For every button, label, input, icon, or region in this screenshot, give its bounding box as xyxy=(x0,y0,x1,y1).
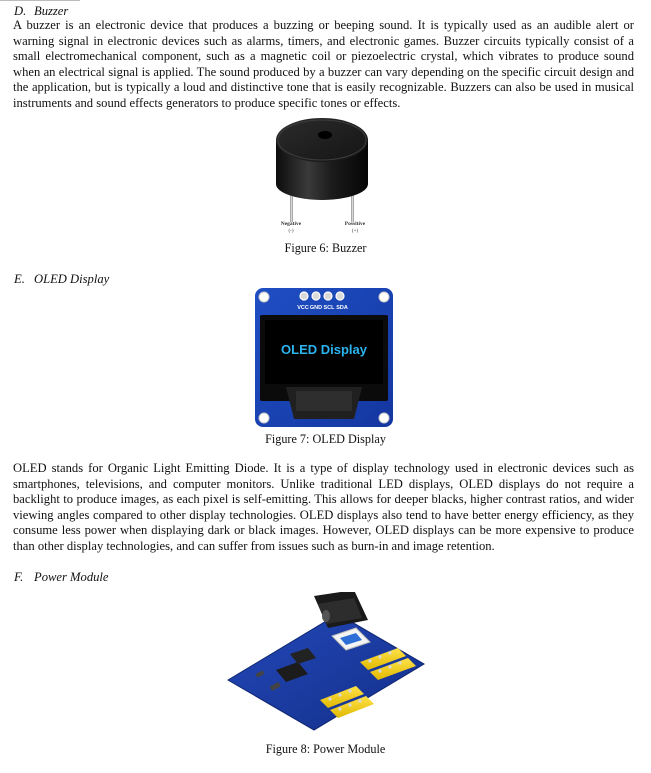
negative-pin-label: Negative xyxy=(281,221,302,227)
buzzer-paragraph: A buzzer is an electronic device that pr… xyxy=(13,18,634,110)
oled-paragraph: OLED stands for Organic Light Emitting D… xyxy=(13,461,634,553)
figure-caption-buzzer: Figure 6: Buzzer xyxy=(284,241,367,255)
buzzer-image: Negative (-) Possitive (+) xyxy=(276,118,368,234)
pin-label-gnd: GND xyxy=(310,305,322,311)
pin-label-vcc: VCC xyxy=(297,305,309,311)
section-letter: F. xyxy=(14,570,24,584)
section-letter: E. xyxy=(14,272,25,286)
section-title: Power Module xyxy=(34,570,109,584)
positive-pin-sign: (+) xyxy=(352,229,358,234)
figure-caption-oled: Figure 7: OLED Display xyxy=(265,432,386,446)
section-heading-buzzer: D. Buzzer xyxy=(14,4,68,19)
positive-pin-label: Possitive xyxy=(345,221,366,227)
page-top-rule xyxy=(0,0,80,1)
pin-label-scl: SCL xyxy=(324,305,336,311)
section-heading-oled: E. OLED Display xyxy=(14,272,109,287)
section-letter: D. xyxy=(14,4,27,18)
oled-display-image: VCC GND SCL SDA OLED Display xyxy=(255,288,393,427)
power-module-image xyxy=(227,592,425,731)
section-title: OLED Display xyxy=(34,272,110,286)
section-heading-power-module: F. Power Module xyxy=(14,570,109,585)
section-title: Buzzer xyxy=(34,4,69,18)
negative-pin-sign: (-) xyxy=(289,229,294,234)
oled-screen-text: OLED Display xyxy=(281,342,368,357)
figure-caption-power-module: Figure 8: Power Module xyxy=(265,742,386,756)
pin-label-sda: SDA xyxy=(336,305,348,311)
